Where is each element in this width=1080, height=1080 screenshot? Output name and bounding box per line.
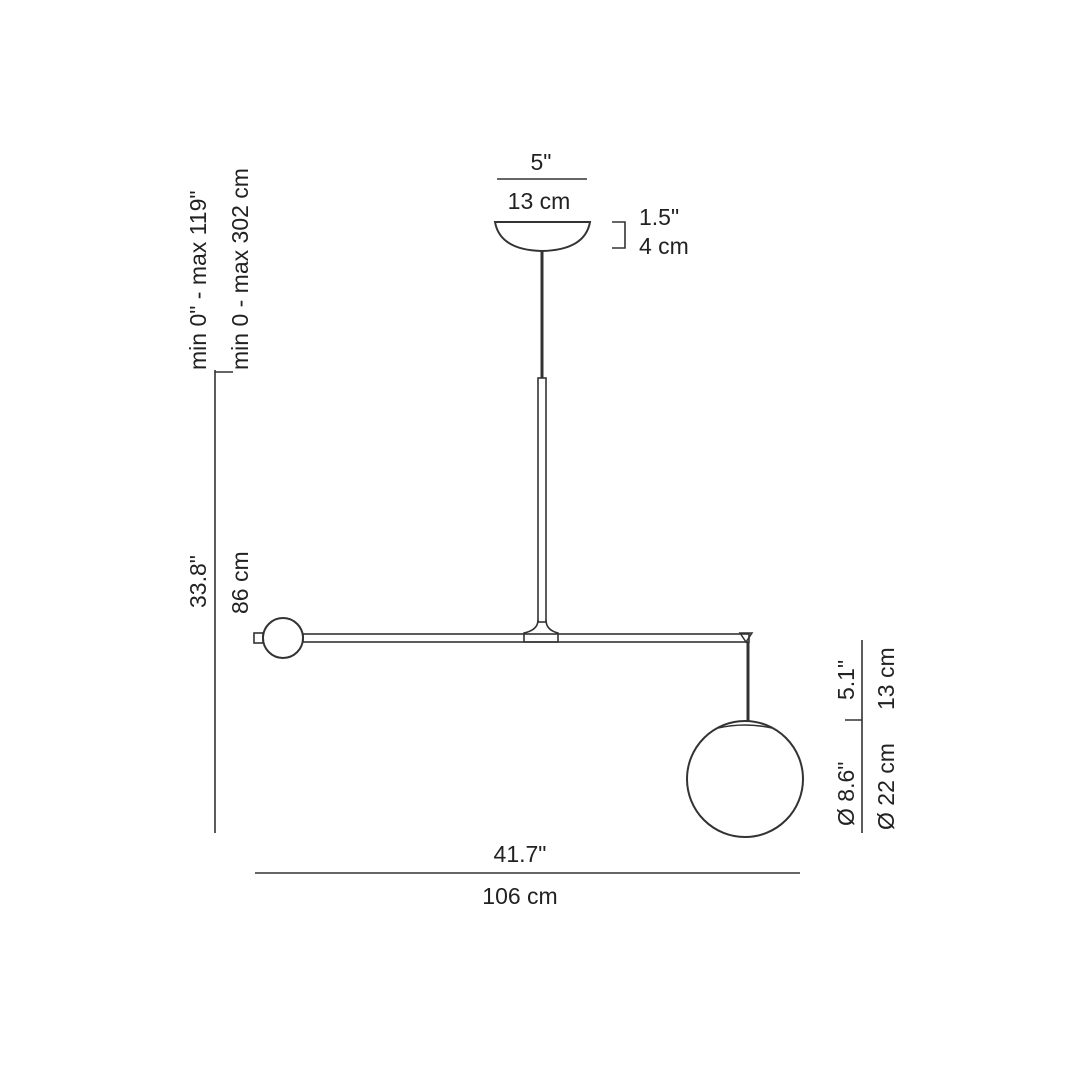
canopy-height-in: 1.5"	[639, 204, 679, 230]
adjustable-height-in: min 0" - max 119"	[185, 190, 211, 370]
canopy-width-in: 5"	[531, 149, 552, 175]
globe-diameter-cm: Ø 22 cm	[873, 743, 899, 830]
t-joint	[523, 619, 559, 643]
counterweight-stub	[253, 632, 264, 644]
canopy-height-cm: 4 cm	[639, 233, 689, 259]
counterweight-sphere	[262, 617, 304, 659]
canopy-width-cm: 13 cm	[508, 188, 571, 214]
overall-width-in: 41.7"	[494, 841, 547, 867]
canopy	[493, 221, 592, 253]
canopy-height-bracket	[612, 221, 626, 249]
vertical-rod	[537, 377, 547, 623]
globe	[686, 720, 804, 838]
arm-end-cap	[738, 632, 754, 644]
overall-width-cm: 106 cm	[482, 883, 557, 909]
horizontal-arm	[302, 633, 750, 643]
adjustable-height-cm: min 0 - max 302 cm	[227, 168, 253, 370]
fixed-height-cm: 86 cm	[227, 551, 253, 614]
globe-diameter-in: Ø 8.6"	[833, 762, 859, 826]
globe-drop-in: 5.1"	[833, 660, 859, 700]
fixed-height-in: 33.8"	[185, 555, 211, 608]
globe-cap	[717, 724, 773, 729]
globe-drop-cm: 13 cm	[873, 647, 899, 710]
